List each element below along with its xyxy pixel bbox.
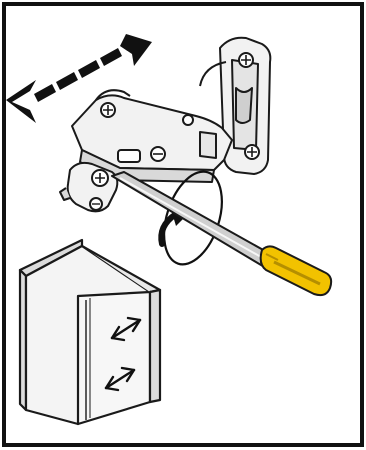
illustration-canvas xyxy=(0,0,366,450)
instruction-illustration xyxy=(0,0,366,450)
